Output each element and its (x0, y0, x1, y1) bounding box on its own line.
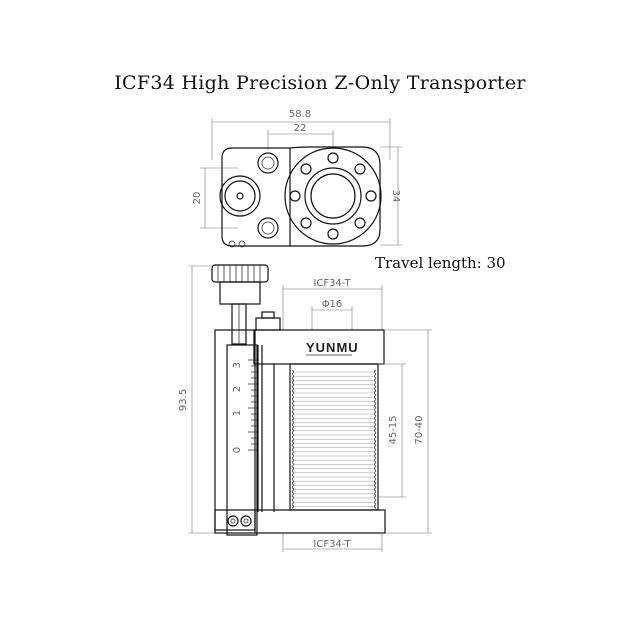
travel-length-label: Travel length: 30 (375, 254, 506, 272)
page-title: ICF34 High Precision Z-Only Transporter (114, 72, 526, 94)
dim-height-left: 20 (192, 192, 203, 205)
scale-mark: 0 (232, 447, 243, 453)
bellows (289, 363, 379, 511)
scale-mark: 2 (232, 386, 243, 392)
side-view: 93.5 ICF34-T Φ16 YUNMU (178, 264, 432, 552)
dim-height-right: 34 (390, 190, 401, 203)
brand-logo: YUNMU (306, 340, 359, 355)
dim-bellows: 45-15 (388, 415, 399, 444)
dim-range: 70-40 (414, 415, 425, 444)
dim-flange-top: ICF34-T (313, 278, 351, 289)
dim-width-total: 58.8 (289, 109, 311, 120)
dim-flange-bottom: ICF34-T (313, 539, 351, 550)
dim-width-inner: 22 (294, 123, 307, 134)
dim-diameter: Φ16 (322, 299, 343, 310)
dim-height-total: 93.5 (178, 389, 189, 411)
scale-mark: 3 (232, 362, 243, 368)
scale-mark: 1 (232, 410, 243, 416)
top-view: 58.8 22 20 34 (192, 109, 402, 248)
